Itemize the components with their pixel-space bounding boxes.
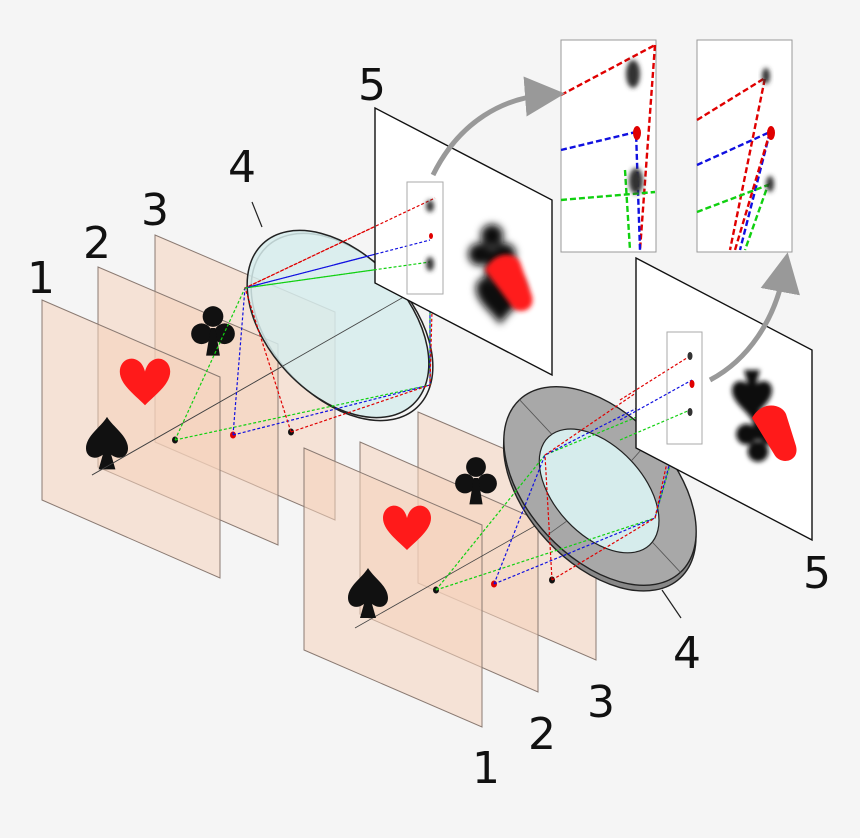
top-label-screen: 5 — [358, 60, 386, 111]
top-plane-1 — [41, 299, 221, 579]
bottom-plane-1 — [303, 447, 483, 728]
bottom-label-lens: 4 — [673, 628, 701, 679]
top-label-lens: 4 — [228, 142, 256, 193]
bottom-screen — [635, 256, 813, 542]
top-detail-inset — [560, 39, 657, 253]
bottom-system: 1 2 3 4 5 — [303, 39, 831, 794]
top-label-plane-1: 1 — [27, 253, 55, 304]
curved-arrow-icon — [430, 76, 565, 177]
top-system: 1 2 3 4 5 — [27, 39, 657, 579]
bottom-label-screen: 5 — [803, 548, 831, 599]
bottom-detail-inset — [696, 39, 793, 253]
bottom-label-plane-2: 2 — [528, 709, 556, 760]
curved-arrow-icon — [708, 252, 800, 383]
top-label-plane-2: 2 — [83, 218, 111, 269]
bottom-label-plane-3: 3 — [587, 677, 615, 728]
top-label-plane-3: 3 — [141, 185, 169, 236]
bottom-label-plane-1: 1 — [472, 743, 500, 794]
